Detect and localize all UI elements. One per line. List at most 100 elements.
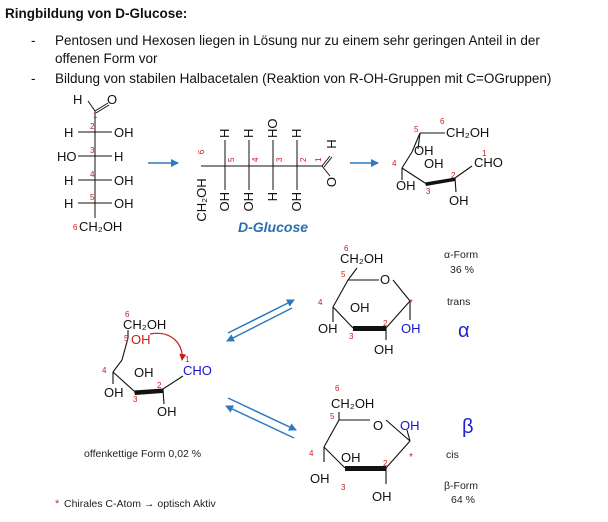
beta-n4: 4 [309, 449, 314, 458]
fischer-row-2-right: OH [114, 125, 134, 140]
beta-oh-top: OH [400, 418, 420, 433]
rotated-carbon-number: 4 [251, 157, 260, 162]
rotated-cho-o: O [324, 177, 339, 187]
fischer-o-top: O [107, 92, 117, 107]
alpha-n6: 6 [344, 244, 349, 253]
alpha-chiral-star: * [409, 298, 413, 309]
alpha-n4: 4 [318, 298, 323, 307]
bullet-2-line-1: Bildung von stabilen Halbacetalen (Reakt… [55, 71, 552, 86]
fischer-row-4-left: H [64, 173, 73, 188]
rotated-cho-h: H [324, 139, 339, 148]
fischer-row-2-number: 2 [90, 122, 95, 131]
center-n4: 4 [102, 366, 107, 375]
heading: Ringbildung von D-Glucose: [5, 6, 188, 21]
wedge-bond [345, 466, 386, 471]
top-n3: 3 [426, 187, 431, 196]
top-oh-left: OH [396, 178, 416, 193]
rotated-bottom-label: OH [289, 192, 304, 212]
alpha-n3: 3 [349, 332, 354, 341]
beta-chiral-star: * [409, 452, 413, 463]
fischer-row-3-number: 3 [90, 146, 95, 155]
rotated-top-label: H [217, 129, 232, 138]
top-n2: 2 [451, 171, 456, 180]
fischer-row-3-left: HO [57, 149, 77, 164]
beta-n2: 2 [383, 459, 388, 468]
rotated-top-label: HO [265, 119, 280, 139]
rotated-bottom-label: OH [217, 192, 232, 212]
top-cho: CHO [474, 155, 503, 170]
center-ch2oh: CH₂OH [123, 317, 166, 332]
center-n5: 5 [124, 334, 129, 343]
beta-oh-bot: OH [372, 489, 392, 504]
rotated-carbon-number: 2 [299, 157, 308, 162]
top-oh-bot: OH [449, 193, 469, 208]
beta-n5: 5 [330, 412, 335, 421]
alpha-symbol: α [458, 320, 470, 342]
wedge-bond [353, 326, 386, 331]
alpha-oh-right: OH [401, 321, 421, 336]
open-form-caption: offenkettige Form 0,02 % [84, 448, 201, 460]
nucleophilic-attack-arrow [149, 332, 187, 361]
rotated-top-label: H [241, 129, 256, 138]
alpha-oh-left: OH [318, 321, 338, 336]
alpha-oh-mid: OH [350, 300, 370, 315]
fischer-row-4-right: OH [114, 173, 134, 188]
bullet-1-line-1: Pentosen und Hexosen liegen in Lösung nu… [55, 33, 540, 48]
fischer-row-4-number: 4 [90, 170, 95, 179]
equilibrium-arrow-forward [227, 299, 295, 334]
alpha-percent: 36 % [450, 264, 474, 276]
beta-ring-o: O [373, 418, 383, 433]
fischer-c1-number: 1 [93, 111, 98, 120]
center-oh-mid: OH [134, 365, 154, 380]
center-n6: 6 [125, 310, 130, 319]
center-n2: 2 [157, 381, 162, 390]
alpha-oh-bot: OH [374, 342, 394, 357]
beta-oh-left: OH [310, 471, 330, 486]
wedge-bond [134, 389, 163, 395]
top-n4: 4 [392, 159, 397, 168]
beta-ch2oh: CH₂OH [331, 396, 374, 411]
top-n1: 1 [482, 149, 487, 158]
rotated-bottom-label: H [265, 192, 280, 201]
rotated-c6-number: 6 [197, 149, 206, 154]
fischer-c6-number: 6 [73, 223, 78, 232]
fischer-projection [78, 100, 112, 218]
beta-percent: 64 % [451, 494, 475, 506]
alpha-ch2oh: CH₂OH [340, 251, 383, 266]
alpha-pyranose-ring [332, 267, 411, 340]
alpha-ring-o: O [380, 272, 390, 287]
wedge-bond [425, 178, 455, 186]
center-oh-left: OH [104, 385, 124, 400]
center-n1: 1 [185, 355, 190, 364]
fischer-row-5-number: 5 [90, 193, 95, 202]
rotated-carbon-number: 5 [227, 157, 236, 162]
rotated-ch2oh: CH₂OH [194, 178, 209, 221]
center-cho: CHO [183, 363, 212, 378]
beta-symbol: β [462, 416, 474, 438]
rotated-bottom-label: OH [241, 192, 256, 212]
center-oh-bot: OH [157, 404, 177, 419]
top-ch2oh: CH₂OH [446, 125, 489, 140]
bullet-marker: - [31, 33, 36, 48]
fischer-row-5-left: H [64, 196, 73, 211]
beta-n6: 6 [335, 384, 340, 393]
alpha-relation: trans [447, 296, 470, 308]
beta-oh-mid: OH [341, 450, 361, 465]
alpha-form-label: α-Form [444, 249, 478, 261]
rotated-fischer-projection [201, 140, 333, 190]
d-glucose-label: D-Glucose [238, 219, 308, 235]
top-oh5: OH [414, 143, 434, 158]
fischer-h-top: H [73, 92, 82, 107]
fischer-ch2oh: CH₂OH [79, 219, 122, 234]
beta-form-label: β-Form [444, 480, 478, 492]
rotated-carbon-number: 3 [275, 157, 284, 162]
top-n5: 5 [414, 125, 419, 134]
fischer-row-2-left: H [64, 125, 73, 140]
alpha-n5: 5 [341, 270, 346, 279]
alpha-n2: 2 [383, 319, 388, 328]
equilibrium-arrow-back [226, 307, 293, 342]
rotated-top-label: H [289, 129, 304, 138]
